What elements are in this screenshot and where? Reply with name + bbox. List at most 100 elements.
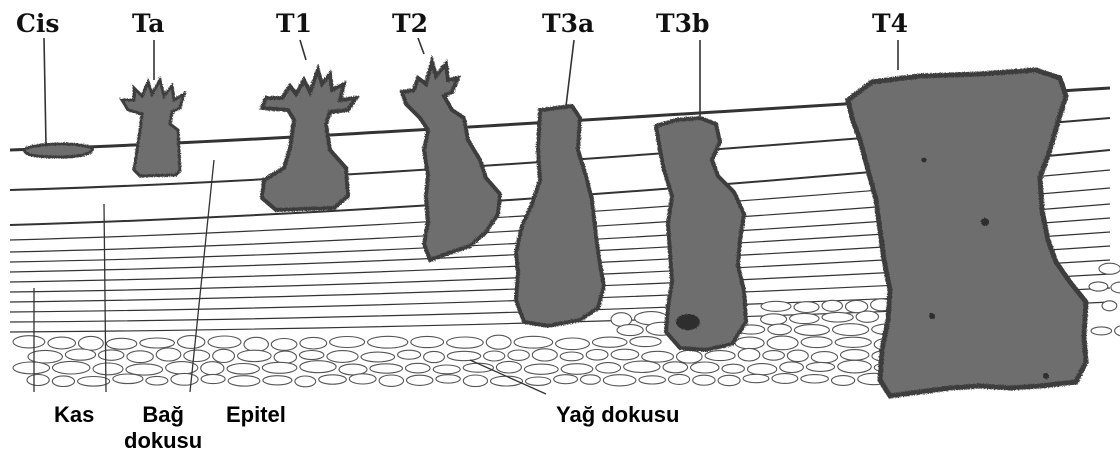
fat-cell <box>48 337 76 349</box>
stage-label-t3a: T3a <box>542 9 594 38</box>
tumor-t2 <box>402 62 500 260</box>
fat-cell <box>201 374 225 383</box>
fat-cell <box>99 350 124 360</box>
fat-cell <box>761 314 787 325</box>
fat-cell <box>1102 301 1117 311</box>
fat-cell <box>642 351 674 362</box>
fat-cell <box>787 350 808 361</box>
fat-cell <box>262 362 297 373</box>
pointer-t3a <box>566 40 574 106</box>
fat-cell <box>300 337 327 349</box>
fat-cell <box>794 325 829 336</box>
fat-cell <box>780 362 804 373</box>
tissue-label-connective: Bağ dokusu <box>124 402 202 454</box>
fat-cell <box>772 374 798 384</box>
fat-cell <box>790 313 819 323</box>
fat-cell <box>833 324 869 336</box>
fat-cell <box>79 336 104 350</box>
fat-cell <box>379 375 403 386</box>
fat-cell <box>78 377 110 387</box>
fat-cell <box>835 337 871 347</box>
fat-cell <box>407 375 433 385</box>
fat-cell <box>361 352 395 362</box>
fat-cell <box>624 361 660 372</box>
fat-cell <box>1115 325 1120 336</box>
fat-cell <box>677 350 703 363</box>
fat-cell <box>52 361 89 374</box>
stage-label-ta: Ta <box>132 9 164 38</box>
fat-cell <box>330 337 365 348</box>
stage-label-cis: Cis <box>16 9 59 38</box>
fat-cell <box>761 301 791 311</box>
fat-cell <box>93 363 123 375</box>
tumor-t4-spot-4 <box>922 158 927 163</box>
stage-label-t4: T4 <box>872 9 908 38</box>
fat-cell <box>811 352 837 363</box>
fat-cell <box>486 335 511 349</box>
fat-cell <box>106 338 136 349</box>
fat-cell <box>184 350 210 361</box>
fat-cell <box>794 302 819 313</box>
fat-cell <box>639 376 666 384</box>
fat-cell <box>1099 263 1120 274</box>
tissue-label-fat: Yağ dokusu <box>556 402 679 428</box>
fat-cell <box>1091 327 1112 335</box>
fat-cell <box>411 336 444 347</box>
tumor-t4-spot-2 <box>929 313 935 319</box>
fat-cell <box>514 336 553 348</box>
fat-cell <box>319 375 347 384</box>
pointer-t2 <box>418 38 424 54</box>
fat-cell <box>208 336 241 348</box>
fat-cell <box>603 375 636 386</box>
fat-cell <box>743 374 769 382</box>
fat-cell <box>244 337 268 351</box>
fat-cell <box>763 351 785 361</box>
tumor-t1 <box>262 70 356 210</box>
fat-cell <box>841 350 869 361</box>
fat-cell <box>748 364 777 375</box>
fat-cell <box>611 349 639 360</box>
fat-cell <box>822 300 842 311</box>
fat-cell <box>13 362 50 374</box>
fat-cell <box>300 351 324 360</box>
fat-cell <box>126 364 163 375</box>
fat-cell <box>735 337 764 349</box>
fat-cell <box>846 301 868 313</box>
fat-cell <box>705 351 735 361</box>
fat-cell <box>28 350 62 363</box>
fat-cell <box>368 336 408 348</box>
fat-cell <box>463 363 493 372</box>
fat-cell <box>526 377 551 385</box>
tumor-t3b-dark-spot <box>676 314 700 330</box>
fat-cell <box>663 362 688 373</box>
fat-cell <box>554 375 578 384</box>
fat-cell <box>693 375 715 385</box>
fat-cell <box>630 337 661 347</box>
fat-cell <box>300 361 336 373</box>
fat-cell <box>424 351 445 362</box>
fat-cell <box>596 363 621 373</box>
fat-cell <box>463 375 487 387</box>
fat-cell <box>113 374 143 384</box>
tissue-label-epithelium: Epitel <box>226 402 286 428</box>
fat-cell <box>767 336 798 350</box>
tumor-t4 <box>848 70 1086 396</box>
fat-cell <box>806 362 834 371</box>
fat-cell <box>691 362 719 373</box>
fat-cell <box>156 348 181 361</box>
fat-cell <box>65 349 95 360</box>
fat-cell <box>556 338 590 350</box>
fat-cell <box>738 348 760 361</box>
fat-cell <box>801 375 829 383</box>
stage-label-t1: T1 <box>276 9 312 38</box>
fat-cell <box>263 376 292 385</box>
fat-cell <box>581 375 601 384</box>
fat-cell <box>227 364 259 375</box>
fat-cell <box>295 376 316 387</box>
fat-cell <box>327 351 358 363</box>
fat-cell <box>274 351 296 363</box>
fat-cell <box>52 376 74 387</box>
fat-cell <box>238 350 272 361</box>
